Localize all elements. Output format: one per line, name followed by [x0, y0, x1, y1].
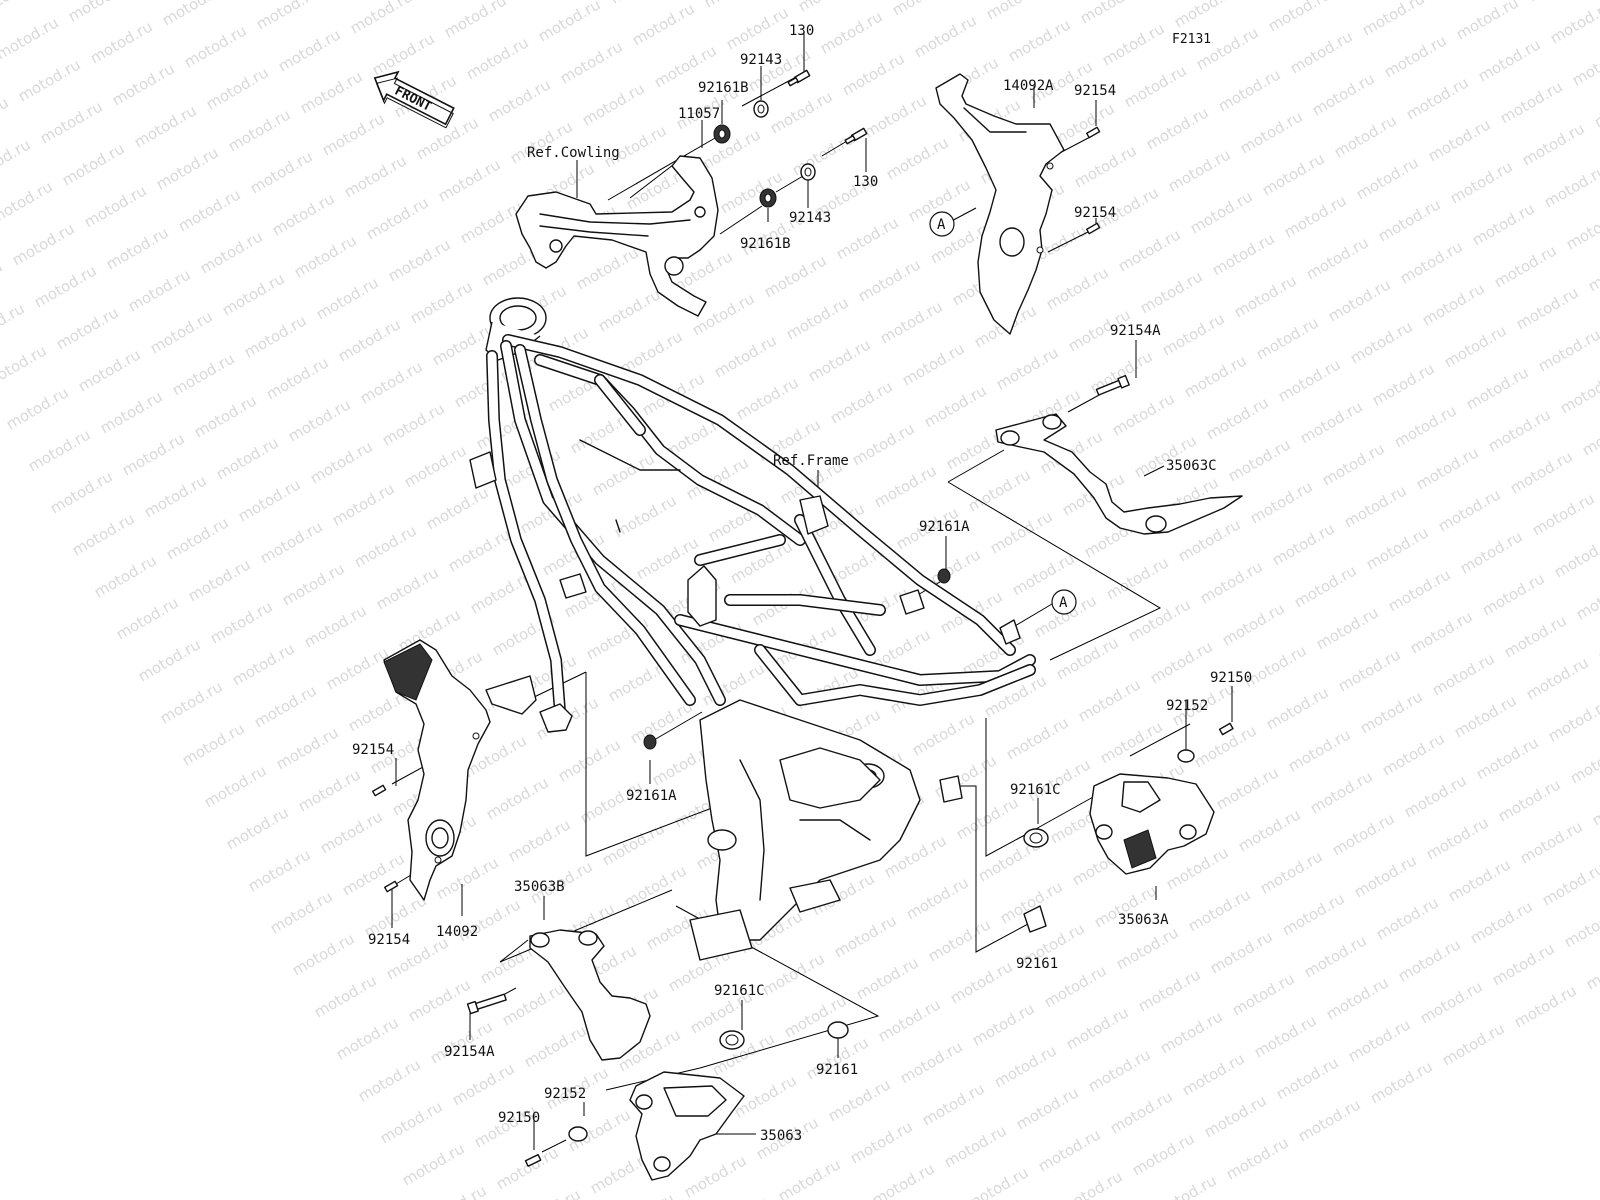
figure-code: F2131: [1172, 32, 1211, 47]
bracket-35063C: [995, 374, 1243, 535]
side-cover-left: [371, 639, 537, 901]
side-cover-right: [935, 73, 1101, 335]
part-labels: 130 92143 92161B 11057 130 92143 92161B …: [352, 23, 1252, 1144]
label-92161C-right: 92161C: [1010, 782, 1061, 798]
label-35063A: 35063A: [1118, 912, 1169, 928]
ref-frame-label: Ref.Frame: [773, 453, 849, 469]
callout-a-lower: A: [1051, 589, 1077, 615]
callout-a-upper: A: [929, 211, 955, 237]
label-92161B-mid: 92161B: [740, 236, 791, 252]
label-92161-right: 92161: [1016, 956, 1058, 972]
label-130-mid: 130: [853, 174, 878, 190]
label-92143-top: 92143: [740, 52, 782, 68]
label-35063: 35063: [760, 1128, 802, 1144]
label-92161C-low: 92161C: [714, 983, 765, 999]
grommets-mid: [643, 568, 951, 750]
label-92154A-right: 92154A: [1110, 323, 1161, 339]
main-frame: [469, 297, 1036, 961]
label-92152-low: 92152: [544, 1086, 586, 1102]
label-92161B-top: 92161B: [698, 80, 749, 96]
label-92143-mid: 92143: [789, 210, 831, 226]
callout-a-lower-text: A: [1059, 595, 1068, 611]
label-92154A-left: 92154A: [444, 1044, 495, 1060]
bracket-35063A: [1023, 722, 1234, 933]
label-92154-right-upper: 92154: [1074, 83, 1116, 99]
label-92152-right: 92152: [1166, 698, 1208, 714]
label-130-top: 130: [789, 23, 814, 39]
label-92161-low: 92161: [816, 1062, 858, 1078]
top-fasteners: [713, 69, 868, 208]
label-35063C: 35063C: [1166, 458, 1217, 474]
label-14092: 14092: [436, 924, 478, 940]
label-11057: 11057: [678, 106, 720, 122]
label-92161A-low: 92161A: [626, 788, 677, 804]
label-35063B: 35063B: [514, 879, 565, 895]
label-92154-left-lower: 92154: [368, 932, 410, 948]
bracket-35063B: [466, 929, 651, 1061]
leader-lines: [391, 33, 1233, 1153]
label-92161A-mid: 92161A: [919, 519, 970, 535]
callout-a-upper-text: A: [937, 217, 946, 233]
label-92154-left-upper: 92154: [352, 742, 394, 758]
ref-cowling-label: Ref.Cowling: [527, 145, 620, 161]
label-14092A: 14092A: [1003, 78, 1054, 94]
label-92154-right-lower: 92154: [1074, 205, 1116, 221]
cowling-stay: [515, 155, 719, 317]
label-92150-low: 92150: [498, 1110, 540, 1126]
bracket-35063: [524, 1021, 849, 1181]
label-92150-right: 92150: [1210, 670, 1252, 686]
